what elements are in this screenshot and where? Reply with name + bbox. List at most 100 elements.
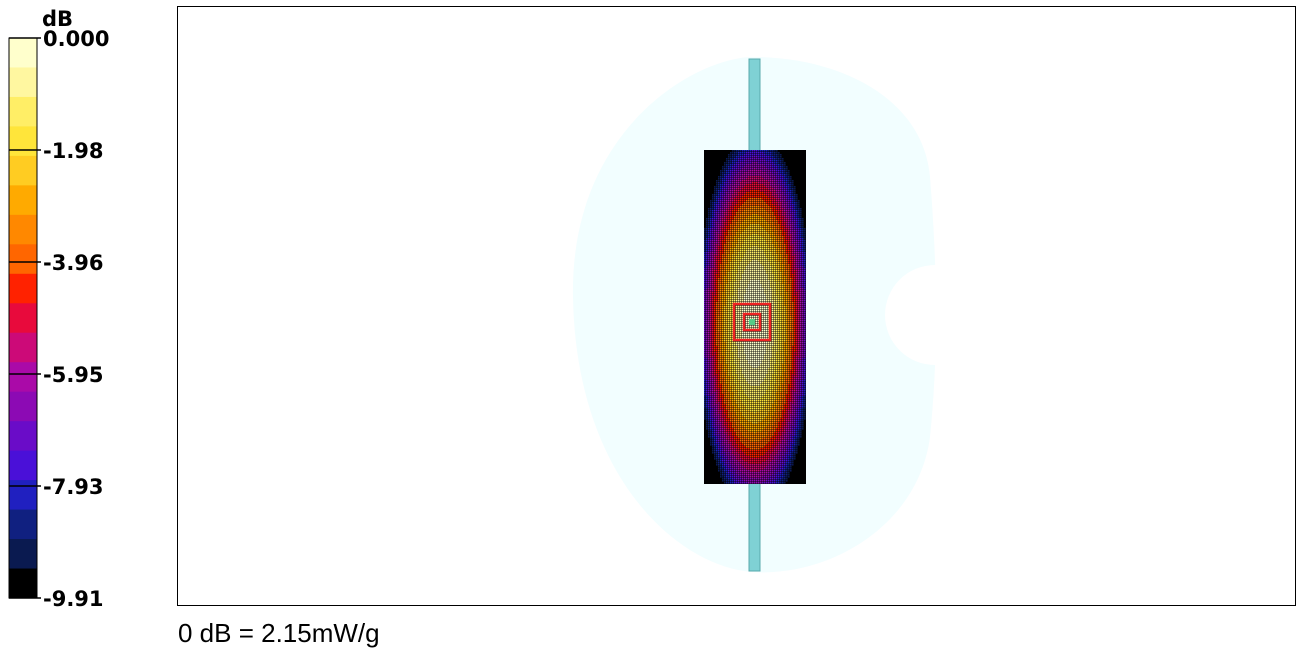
grid-cell [756, 170, 758, 172]
grid-cell [756, 192, 758, 194]
grid-cell [708, 232, 710, 234]
grid-cell [776, 174, 778, 176]
grid-cell [786, 288, 788, 290]
grid-cell [734, 206, 736, 208]
grid-cell [740, 160, 742, 162]
grid-cell [718, 264, 720, 266]
colorbar-band [9, 273, 37, 304]
grid-cell [766, 160, 768, 162]
grid-cell [738, 198, 740, 200]
grid-cell [740, 156, 742, 158]
grid-cell [800, 302, 802, 304]
grid-cell [712, 192, 714, 194]
grid-cell [714, 168, 716, 170]
grid-cell [732, 264, 734, 266]
grid-cell [742, 172, 744, 174]
grid-cell [764, 194, 766, 196]
grid-cell [734, 244, 736, 246]
grid-cell [738, 274, 740, 276]
grid-cell [716, 234, 718, 236]
grid-cell [726, 196, 728, 198]
grid-cell [726, 286, 728, 288]
grid-cell [778, 300, 780, 302]
grid-cell [726, 234, 728, 236]
grid-cell [780, 304, 782, 306]
grid-cell [750, 266, 752, 268]
grid-cell [704, 178, 706, 180]
grid-cell [708, 334, 710, 336]
grid-cell [798, 308, 800, 310]
grid-cell [732, 294, 734, 296]
grid-cell [726, 222, 728, 224]
grid-cell [768, 264, 770, 266]
grid-cell [784, 158, 786, 160]
grid-cell [750, 248, 752, 250]
grid-cell [770, 236, 772, 238]
grid-cell [744, 204, 746, 206]
grid-cell [730, 264, 732, 266]
grid-cell [730, 202, 732, 204]
grid-cell [722, 276, 724, 278]
grid-cell [706, 188, 708, 190]
grid-cell [786, 282, 788, 284]
grid-cell [712, 300, 714, 302]
grid-cell [750, 276, 752, 278]
grid-cell [760, 164, 762, 166]
grid-cell [710, 306, 712, 308]
grid-cell [778, 194, 780, 196]
grid-cell [798, 174, 800, 176]
grid-cell [724, 304, 726, 306]
grid-cell [708, 190, 710, 192]
grid-cell [750, 262, 752, 264]
grid-cell [706, 224, 708, 226]
grid-cell [764, 232, 766, 234]
grid-cell [778, 314, 780, 316]
grid-cell [802, 184, 804, 186]
grid-cell [766, 282, 768, 284]
grid-cell [718, 160, 720, 162]
grid-cell [720, 210, 722, 212]
grid-cell [794, 270, 796, 272]
grid-cell [790, 266, 792, 268]
grid-cell [736, 282, 738, 284]
grid-cell [730, 308, 732, 310]
grid-cell [776, 230, 778, 232]
grid-cell [726, 300, 728, 302]
grid-cell [722, 188, 724, 190]
grid-cell [734, 290, 736, 292]
grid-cell [784, 286, 786, 288]
grid-cell [800, 180, 802, 182]
grid-cell [794, 170, 796, 172]
grid-cell [714, 226, 716, 228]
grid-cell [780, 224, 782, 226]
grid-cell [796, 164, 798, 166]
grid-cell [706, 240, 708, 242]
grid-cell [758, 214, 760, 216]
grid-cell [776, 314, 778, 316]
grid-cell [774, 220, 776, 222]
grid-cell [760, 232, 762, 234]
grid-cell [710, 218, 712, 220]
grid-cell [768, 158, 770, 160]
grid-cell [794, 244, 796, 246]
grid-cell [740, 190, 742, 192]
grid-cell [758, 222, 760, 224]
grid-cell [748, 224, 750, 226]
grid-cell [804, 188, 806, 190]
grid-cell [750, 166, 752, 168]
grid-cell [712, 184, 714, 186]
grid-cell [772, 226, 774, 228]
grid-cell [748, 306, 750, 308]
grid-cell [730, 238, 732, 240]
grid-cell [736, 240, 738, 242]
grid-cell [792, 260, 794, 262]
grid-cell [766, 176, 768, 178]
grid-cell [788, 280, 790, 282]
grid-cell [724, 248, 726, 250]
grid-cell [764, 208, 766, 210]
grid-cell [730, 262, 732, 264]
grid-cell [750, 280, 752, 282]
grid-cell [740, 256, 742, 258]
grid-cell [798, 240, 800, 242]
grid-cell [800, 160, 802, 162]
